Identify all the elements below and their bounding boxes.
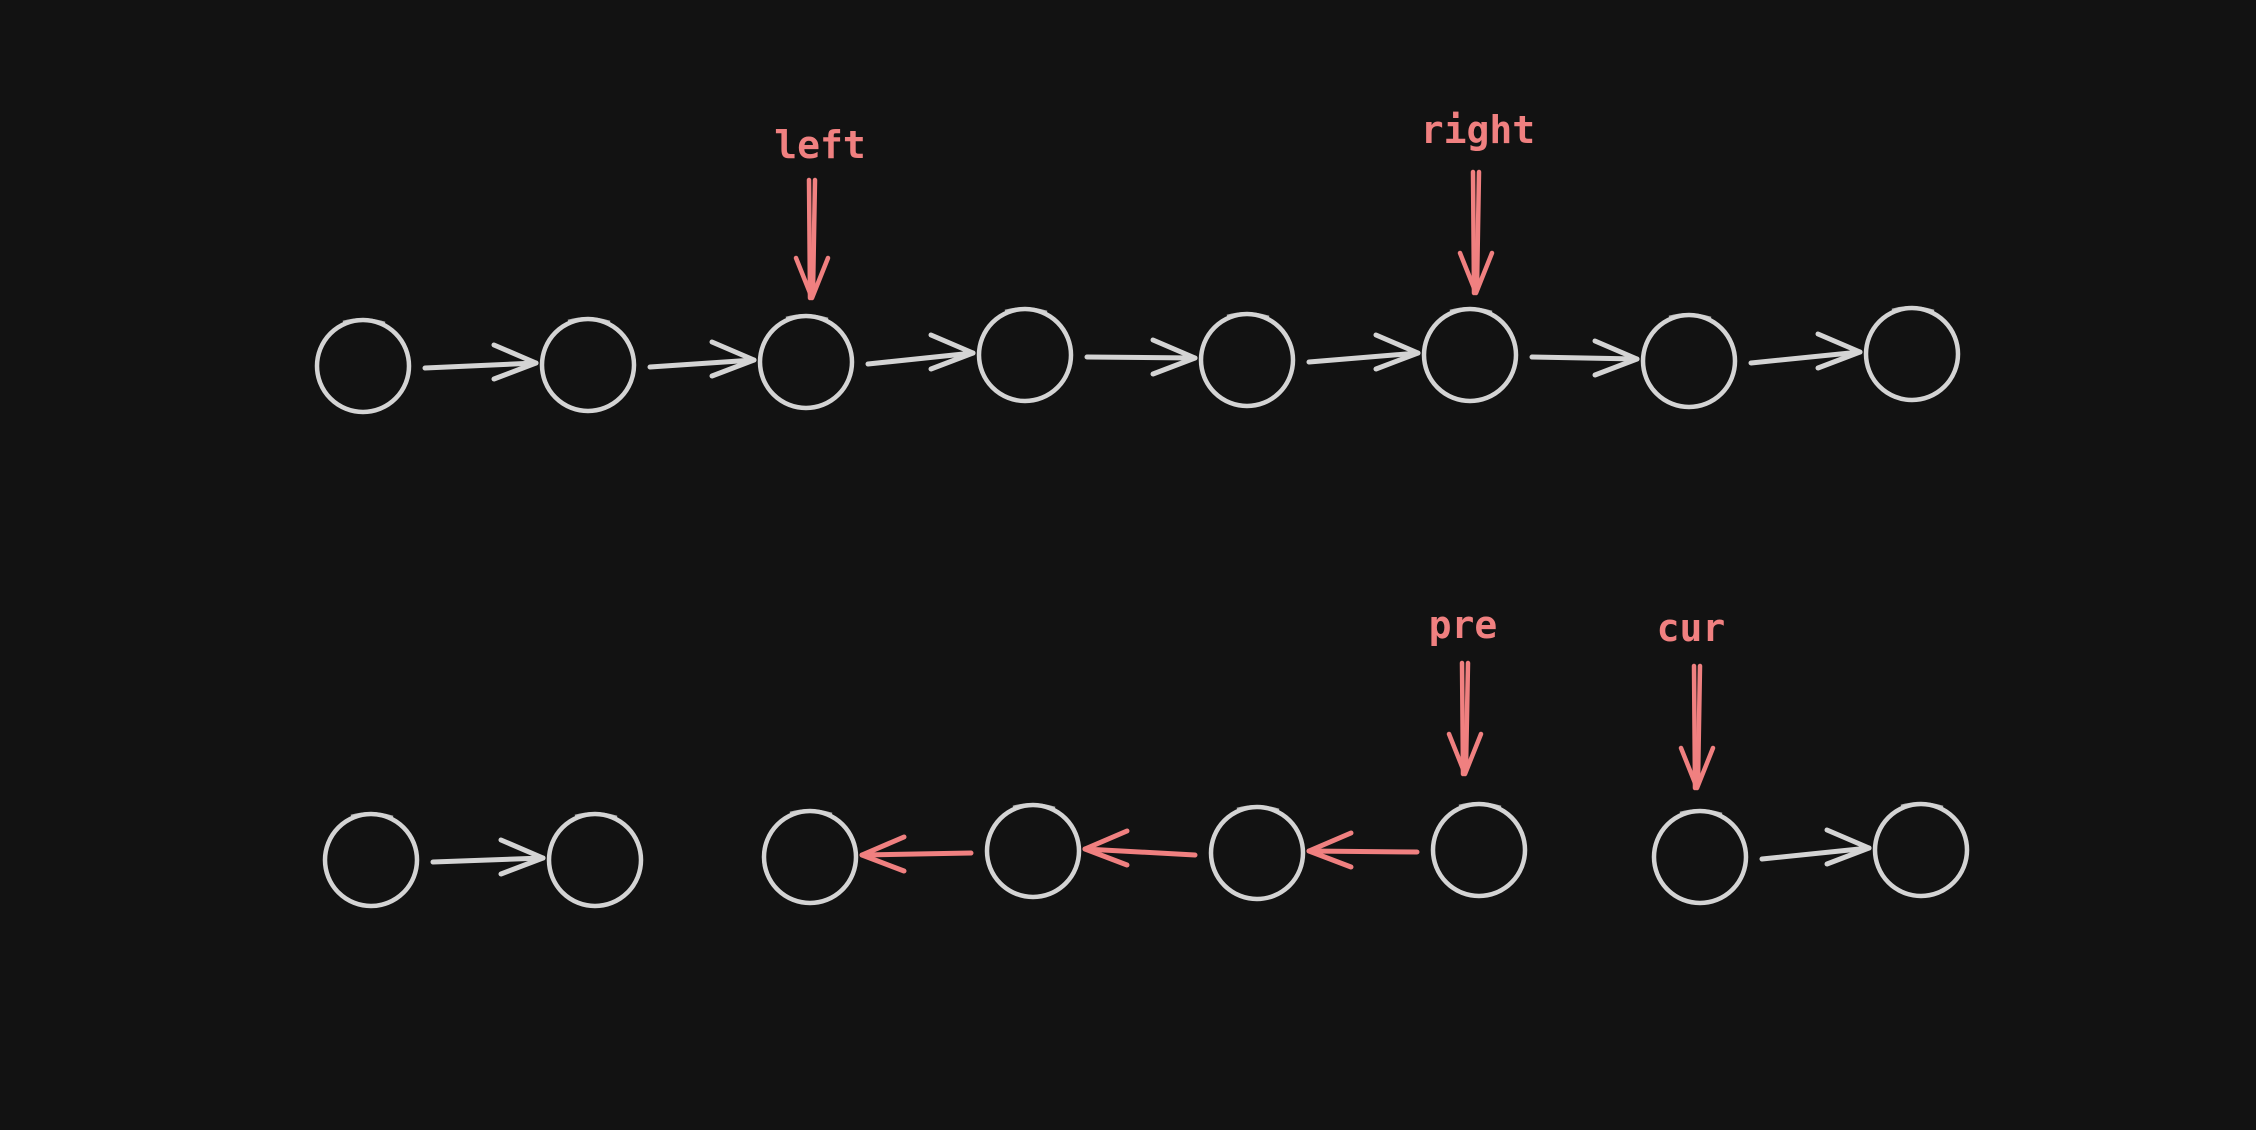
list-node-reversing-list-3 <box>984 802 1082 900</box>
edge-arrowhead <box>1815 331 1863 371</box>
pointer-arrowhead <box>793 255 831 301</box>
edge-shaft <box>430 855 546 865</box>
node-sketch-stroke <box>1679 809 1723 816</box>
nodes-layer <box>314 305 1970 909</box>
pointer-shaft <box>806 177 813 301</box>
node-sketch-stroke <box>1458 802 1502 809</box>
pointer-arrowhead <box>1446 731 1484 777</box>
node-sketch-stroke <box>785 314 829 321</box>
list-node-original-list-7 <box>1863 305 1961 403</box>
edge-shaft <box>1306 848 1420 855</box>
node-sketch-stroke <box>1900 802 1944 809</box>
node-sketch-stroke <box>1891 306 1935 313</box>
edge-arrowhead <box>859 834 907 874</box>
list-node-reversing-list-4 <box>1208 804 1306 902</box>
edge-shaft <box>1529 354 1640 362</box>
edge-shaft <box>1084 354 1198 361</box>
node-sketch-stroke <box>1012 803 1056 810</box>
edge-arrow-original-list-3 <box>1084 337 1198 377</box>
edge-arrowhead <box>1150 337 1198 377</box>
list-node-reversing-list-7 <box>1872 801 1970 899</box>
pointer-shaft-sketch <box>1695 663 1703 785</box>
node-sketch-stroke <box>350 812 394 819</box>
list-node-reversing-list-0 <box>322 811 420 909</box>
pointer-arrow-cur <box>1678 663 1716 791</box>
node-sketch-stroke <box>1668 313 1712 320</box>
node-sketch-stroke <box>1449 307 1493 314</box>
edge-shaft <box>1748 349 1863 366</box>
pointer-arrow-right <box>1457 169 1495 296</box>
pointer-shaft <box>1459 660 1466 777</box>
node-sketch-stroke <box>789 809 833 816</box>
node-sketch-stroke <box>342 318 386 325</box>
pointer-arrow-pre <box>1446 660 1484 777</box>
pointer-shaft-sketch <box>810 177 818 295</box>
edge-arrow-original-list-4 <box>1306 332 1421 372</box>
list-node-original-list-0 <box>314 317 412 415</box>
edge-arrow-reversing-list-1 <box>859 834 974 874</box>
node-sketch-stroke <box>1004 307 1048 314</box>
edge-arrow-reversing-list-2 <box>1082 828 1198 868</box>
pointer-arrowhead <box>1678 745 1716 791</box>
list-node-original-list-2 <box>757 313 855 411</box>
pointers-layer: left right pre cur <box>774 108 1726 791</box>
edges-layer <box>422 331 1872 877</box>
list-node-reversing-list-5 <box>1430 801 1528 899</box>
edge-arrow-original-list-6 <box>1748 331 1863 371</box>
edge-arrow-original-list-0 <box>422 342 539 382</box>
pointer-arrowhead <box>1457 250 1495 296</box>
pointer-label-cur: cur <box>1657 606 1726 650</box>
edge-shaft <box>865 350 976 367</box>
edge-shaft <box>859 850 974 858</box>
list-node-original-list-1 <box>539 316 637 414</box>
list-node-reversing-list-1 <box>546 811 644 909</box>
pointer-label-pre: pre <box>1429 603 1498 647</box>
edge-shaft <box>1082 846 1198 858</box>
edge-arrowhead <box>928 332 976 372</box>
node-sketch-stroke <box>1236 805 1280 812</box>
edge-arrow-reversing-list-4 <box>1759 827 1872 867</box>
edge-arrowhead <box>1082 828 1130 868</box>
pointer-label-left: left <box>774 123 866 167</box>
edge-arrow-reversing-list-3 <box>1306 830 1420 870</box>
edge-arrow-reversing-list-0 <box>430 837 546 877</box>
edge-arrowhead <box>1373 332 1421 372</box>
node-sketch-stroke <box>1226 312 1270 319</box>
list-node-original-list-3 <box>976 306 1074 404</box>
list-node-reversing-list-6 <box>1651 808 1749 906</box>
pointer-shaft <box>1470 169 1477 296</box>
edge-shaft <box>1759 845 1872 862</box>
edge-arrowhead <box>1592 338 1640 378</box>
pointer-label-right: right <box>1421 108 1535 152</box>
edge-arrowhead <box>498 837 546 877</box>
node-sketch-stroke <box>574 812 618 819</box>
list-node-reversing-list-2 <box>761 808 859 906</box>
edge-arrowhead <box>1306 830 1354 870</box>
pointer-arrow-left <box>793 177 831 301</box>
edge-arrowhead <box>491 342 539 382</box>
list-node-original-list-4 <box>1198 311 1296 409</box>
pointer-shaft-sketch <box>1474 169 1482 290</box>
list-node-original-list-5 <box>1421 306 1519 404</box>
edge-shaft <box>1306 350 1421 365</box>
edge-shaft <box>422 360 539 371</box>
edge-arrowhead <box>709 339 757 379</box>
edge-arrowhead <box>1824 827 1872 867</box>
edge-arrow-original-list-1 <box>647 339 757 379</box>
edge-arrow-original-list-5 <box>1529 338 1640 378</box>
edge-arrow-original-list-2 <box>865 332 976 372</box>
edge-shaft <box>647 357 757 370</box>
list-node-original-list-6 <box>1640 312 1738 410</box>
node-sketch-stroke <box>567 317 611 324</box>
pointer-shaft <box>1691 663 1698 791</box>
pointer-shaft-sketch <box>1463 660 1471 771</box>
